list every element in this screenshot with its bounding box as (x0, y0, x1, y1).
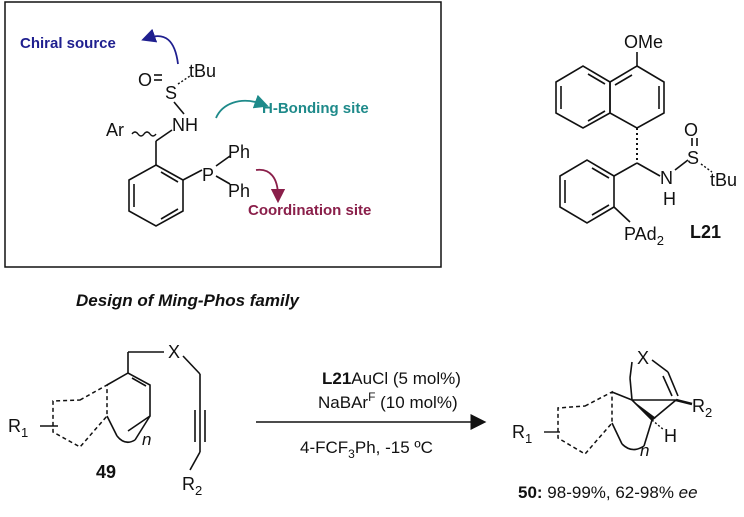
wavy-bond (131, 131, 157, 137)
conditions-line-3: 4-FCF3Ph, -15 ºC (300, 438, 433, 461)
chiral-source-label: Chiral source (20, 35, 116, 52)
ligand-benzene (559, 159, 615, 224)
product-50: R1 n R2 H X 50: 98-99%, 62-98% ee (512, 348, 712, 502)
chiral-source-arrow (141, 28, 179, 65)
substrate-r1: R1 (8, 416, 28, 440)
product-yield: 50: 98-99%, 62-98% ee (518, 483, 698, 502)
ligand-label: L21 (690, 222, 721, 242)
product-x: X (637, 348, 649, 368)
substrate-x: X (168, 342, 180, 362)
ligand-n: N (660, 168, 673, 188)
design-atom-s: S (165, 83, 177, 103)
ligand-pad: PAd2 (624, 224, 664, 248)
ligand-l21: OMe N H S O tBu PAd2 L21 (555, 32, 737, 248)
design-box: Chiral source O S tBu NH H-Bonding site … (4, 1, 442, 268)
ligand-tbu: tBu (710, 170, 737, 190)
naphthalene-ring-left (555, 65, 611, 129)
substrate-49: R1 n 49 X R2 (8, 342, 206, 498)
h-bonding-label: H-Bonding site (262, 100, 369, 117)
product-r1: R1 (512, 422, 532, 446)
h-bonding-arrow (215, 94, 269, 119)
ligand-h: H (663, 189, 676, 209)
design-atom-ph2: Ph (228, 181, 250, 201)
substrate-label: 49 (96, 462, 116, 482)
product-n: n (640, 441, 649, 460)
ligand-ome: OMe (624, 32, 663, 52)
coordination-label: Coordination site (248, 202, 371, 219)
design-atom-o: O (138, 70, 152, 90)
conditions-line-2: NaBArF (10 mol%) (318, 390, 458, 412)
substrate-aromatic-ring (52, 383, 108, 448)
product-h: H (664, 426, 677, 446)
ligand-o: O (684, 120, 698, 140)
substrate-n: n (142, 430, 151, 449)
product-aromatic-ring (557, 390, 613, 455)
design-atom-p: P (202, 165, 214, 185)
ligand-s: S (687, 148, 699, 168)
conditions-line-1: L21AuCl (5 mol%) (322, 369, 461, 388)
design-atom-ar: Ar (106, 120, 124, 140)
substrate-r2: R2 (182, 474, 202, 498)
naphthalene-ring-right (609, 65, 665, 129)
design-atom-tbu: tBu (189, 61, 216, 81)
product-r2: R2 (692, 396, 712, 420)
design-box-frame (4, 1, 442, 268)
design-atom-nh: NH (172, 115, 198, 135)
design-atom-ph1: Ph (228, 142, 250, 162)
coordination-arrow (255, 168, 286, 204)
reaction-conditions: L21AuCl (5 mol%) NaBArF (10 mol%) 4-FCF3… (256, 369, 487, 461)
design-benzene (128, 164, 184, 227)
caption: Design of Ming-Phos family (76, 291, 300, 310)
